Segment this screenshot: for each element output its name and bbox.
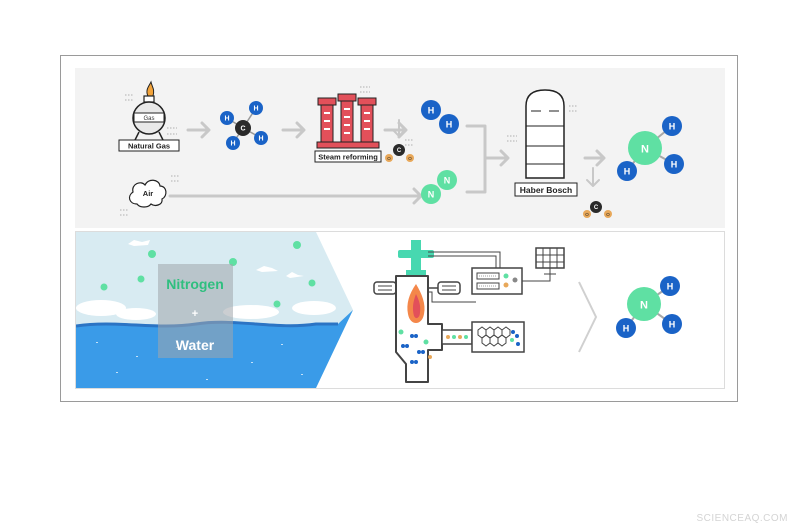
svg-text:C: C	[594, 205, 599, 211]
svg-text:H: H	[667, 282, 674, 292]
decor-dashes-haber	[507, 105, 577, 142]
methane-h3: H	[258, 136, 263, 143]
diagram-frame: Gas Natural Gas H	[60, 55, 738, 402]
ammonia-molecule-top: H H H N	[617, 116, 684, 181]
air-cloud-icon	[128, 179, 167, 208]
gas-tank-icon: Gas	[132, 80, 166, 141]
svg-text:H: H	[623, 324, 630, 334]
svg-text:H: H	[669, 320, 676, 330]
svg-text:O: O	[408, 156, 412, 161]
nitrogen-particles	[100, 241, 316, 308]
svg-text:N: N	[428, 190, 435, 200]
svg-text:H: H	[428, 106, 435, 116]
arrow-methane-to-reforming	[281, 121, 306, 139]
methane-molecule: H H H H C	[220, 101, 268, 150]
arrow-merge-to-haber	[465, 124, 510, 194]
air-label: Air	[143, 189, 154, 198]
co-byproduct-haber: O C O	[583, 201, 612, 218]
hydrogen-molecule: H H	[421, 100, 459, 134]
methane-h2: H	[253, 106, 258, 113]
methane-h4: H	[230, 141, 235, 148]
arrow-haber-to-ammonia	[583, 149, 606, 167]
nitrogen-label: Nitrogen	[166, 276, 224, 292]
gas-tank-label: Gas	[143, 116, 154, 122]
svg-text:C: C	[397, 148, 402, 154]
ammonia-molecule-bottom: H H H N	[616, 276, 682, 338]
decor-dashes-air	[120, 175, 179, 216]
new-process-panel: Nitrogen + Water	[75, 231, 725, 389]
arrow-haber-byproduct	[586, 167, 600, 187]
traditional-process-svg: Gas Natural Gas H	[118, 80, 684, 218]
steam-reforming-label-box	[314, 150, 382, 163]
clouds	[76, 240, 336, 320]
svg-text:N: N	[444, 176, 451, 186]
arrow-reforming-byproduct	[393, 119, 405, 137]
arrow-air-to-nitrogen	[168, 187, 423, 205]
svg-text:N: N	[640, 300, 648, 312]
natural-gas-label-box	[118, 139, 180, 152]
svg-text:O: O	[606, 212, 610, 217]
steam-reforming-label: Steam reforming	[318, 153, 378, 162]
decor-dashes-gas	[125, 94, 177, 135]
watermark: SCIENCEAQ.COM	[696, 513, 788, 524]
svg-text:H: H	[669, 122, 676, 132]
haber-bosch-reactor-icon	[525, 89, 565, 179]
arrow-reforming-to-hydrogen	[383, 121, 408, 139]
svg-text:O: O	[387, 156, 391, 161]
steam-reforming-factory-icon	[316, 93, 380, 149]
svg-text:H: H	[671, 160, 678, 170]
natural-gas-label: Natural Gas	[128, 142, 170, 151]
co-byproduct-reforming: O C O	[385, 144, 414, 162]
nitrogen-water-box	[158, 264, 233, 358]
haber-bosch-label: Haber Bosch	[520, 185, 572, 195]
svg-text:N: N	[641, 144, 649, 156]
plus-label: +	[192, 308, 198, 320]
svg-text:H: H	[446, 120, 453, 130]
electrolyzer-machine-icon	[373, 240, 565, 383]
methane-h1: H	[224, 116, 229, 123]
chevron-right-icon	[578, 281, 598, 353]
haber-bosch-label-box	[514, 182, 578, 197]
methane-c: C	[240, 126, 245, 133]
arrow-gas-to-methane	[186, 121, 211, 139]
water-label: Water	[176, 337, 215, 353]
new-process-svg: Nitrogen + Water	[76, 232, 682, 388]
svg-text:H: H	[624, 167, 631, 177]
decor-dashes-reforming	[360, 86, 413, 146]
svg-text:O: O	[585, 212, 589, 217]
traditional-process-panel: Gas Natural Gas H	[75, 68, 725, 228]
nitrogen-molecule: N N	[421, 170, 457, 204]
